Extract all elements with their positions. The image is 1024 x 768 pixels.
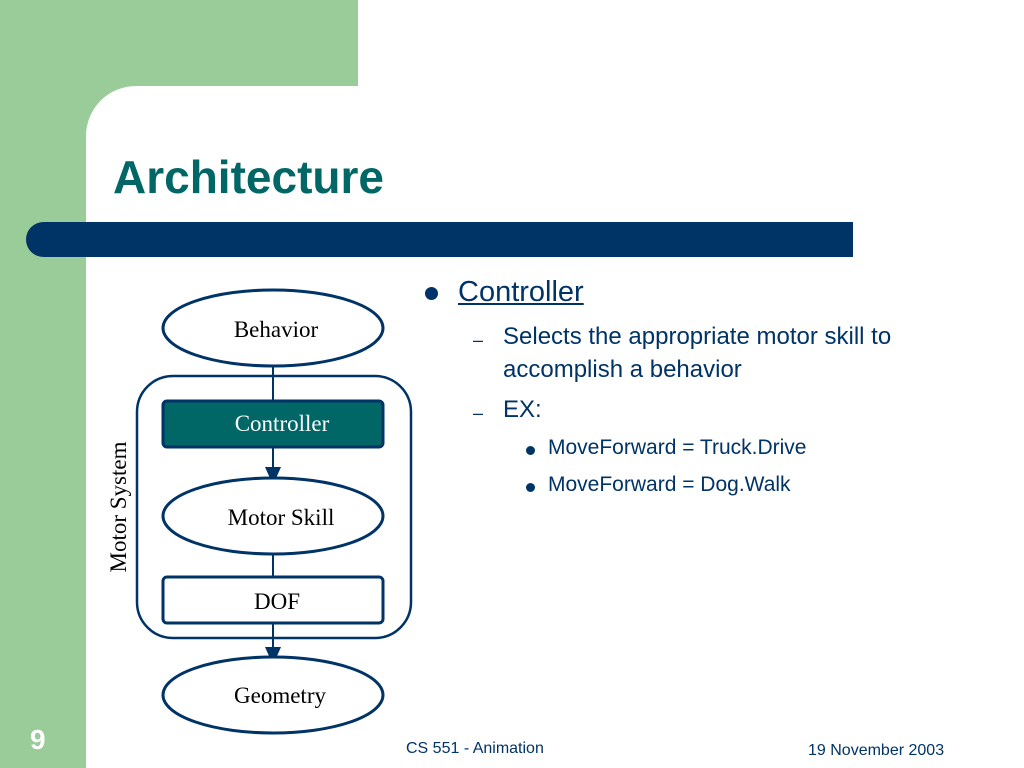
dof-node [161, 575, 385, 625]
example-item: MoveForward = Dog.Walk [548, 473, 791, 496]
title-underline-bar [26, 222, 853, 257]
motor-skill-label: Motor Skill [228, 505, 335, 530]
motor-system-label: Motor System [106, 441, 131, 572]
footer-date: 19 November 2003 [808, 742, 945, 759]
geometry-node [161, 655, 385, 735]
slide-number: 9 [30, 724, 46, 755]
sub-bullet-dot [526, 483, 535, 492]
bullet-text: EX: [503, 396, 542, 423]
bullet-dot [425, 287, 438, 300]
dof-label: DOF [254, 589, 300, 614]
behavior-label: Behavior [234, 317, 319, 342]
controller-node [161, 399, 385, 449]
bullet-dash: – [473, 330, 484, 350]
bullet-text: Selects the appropriate motor skill to [503, 323, 892, 350]
slide-background-top [358, 0, 1024, 86]
motor-skill-node [161, 476, 385, 556]
footer-course: CS 551 - Animation [406, 740, 544, 757]
example-item: MoveForward = Truck.Drive [548, 436, 807, 459]
sub-bullet-dot [526, 446, 535, 455]
bullet-text: accomplish a behavior [503, 356, 742, 383]
behavior-node [161, 288, 385, 368]
bullet-dash: – [473, 403, 484, 423]
slide-title: Architecture [113, 151, 384, 203]
geometry-label: Geometry [234, 683, 326, 708]
bullet-heading: Controller [458, 276, 584, 308]
controller-label: Controller [235, 411, 330, 436]
